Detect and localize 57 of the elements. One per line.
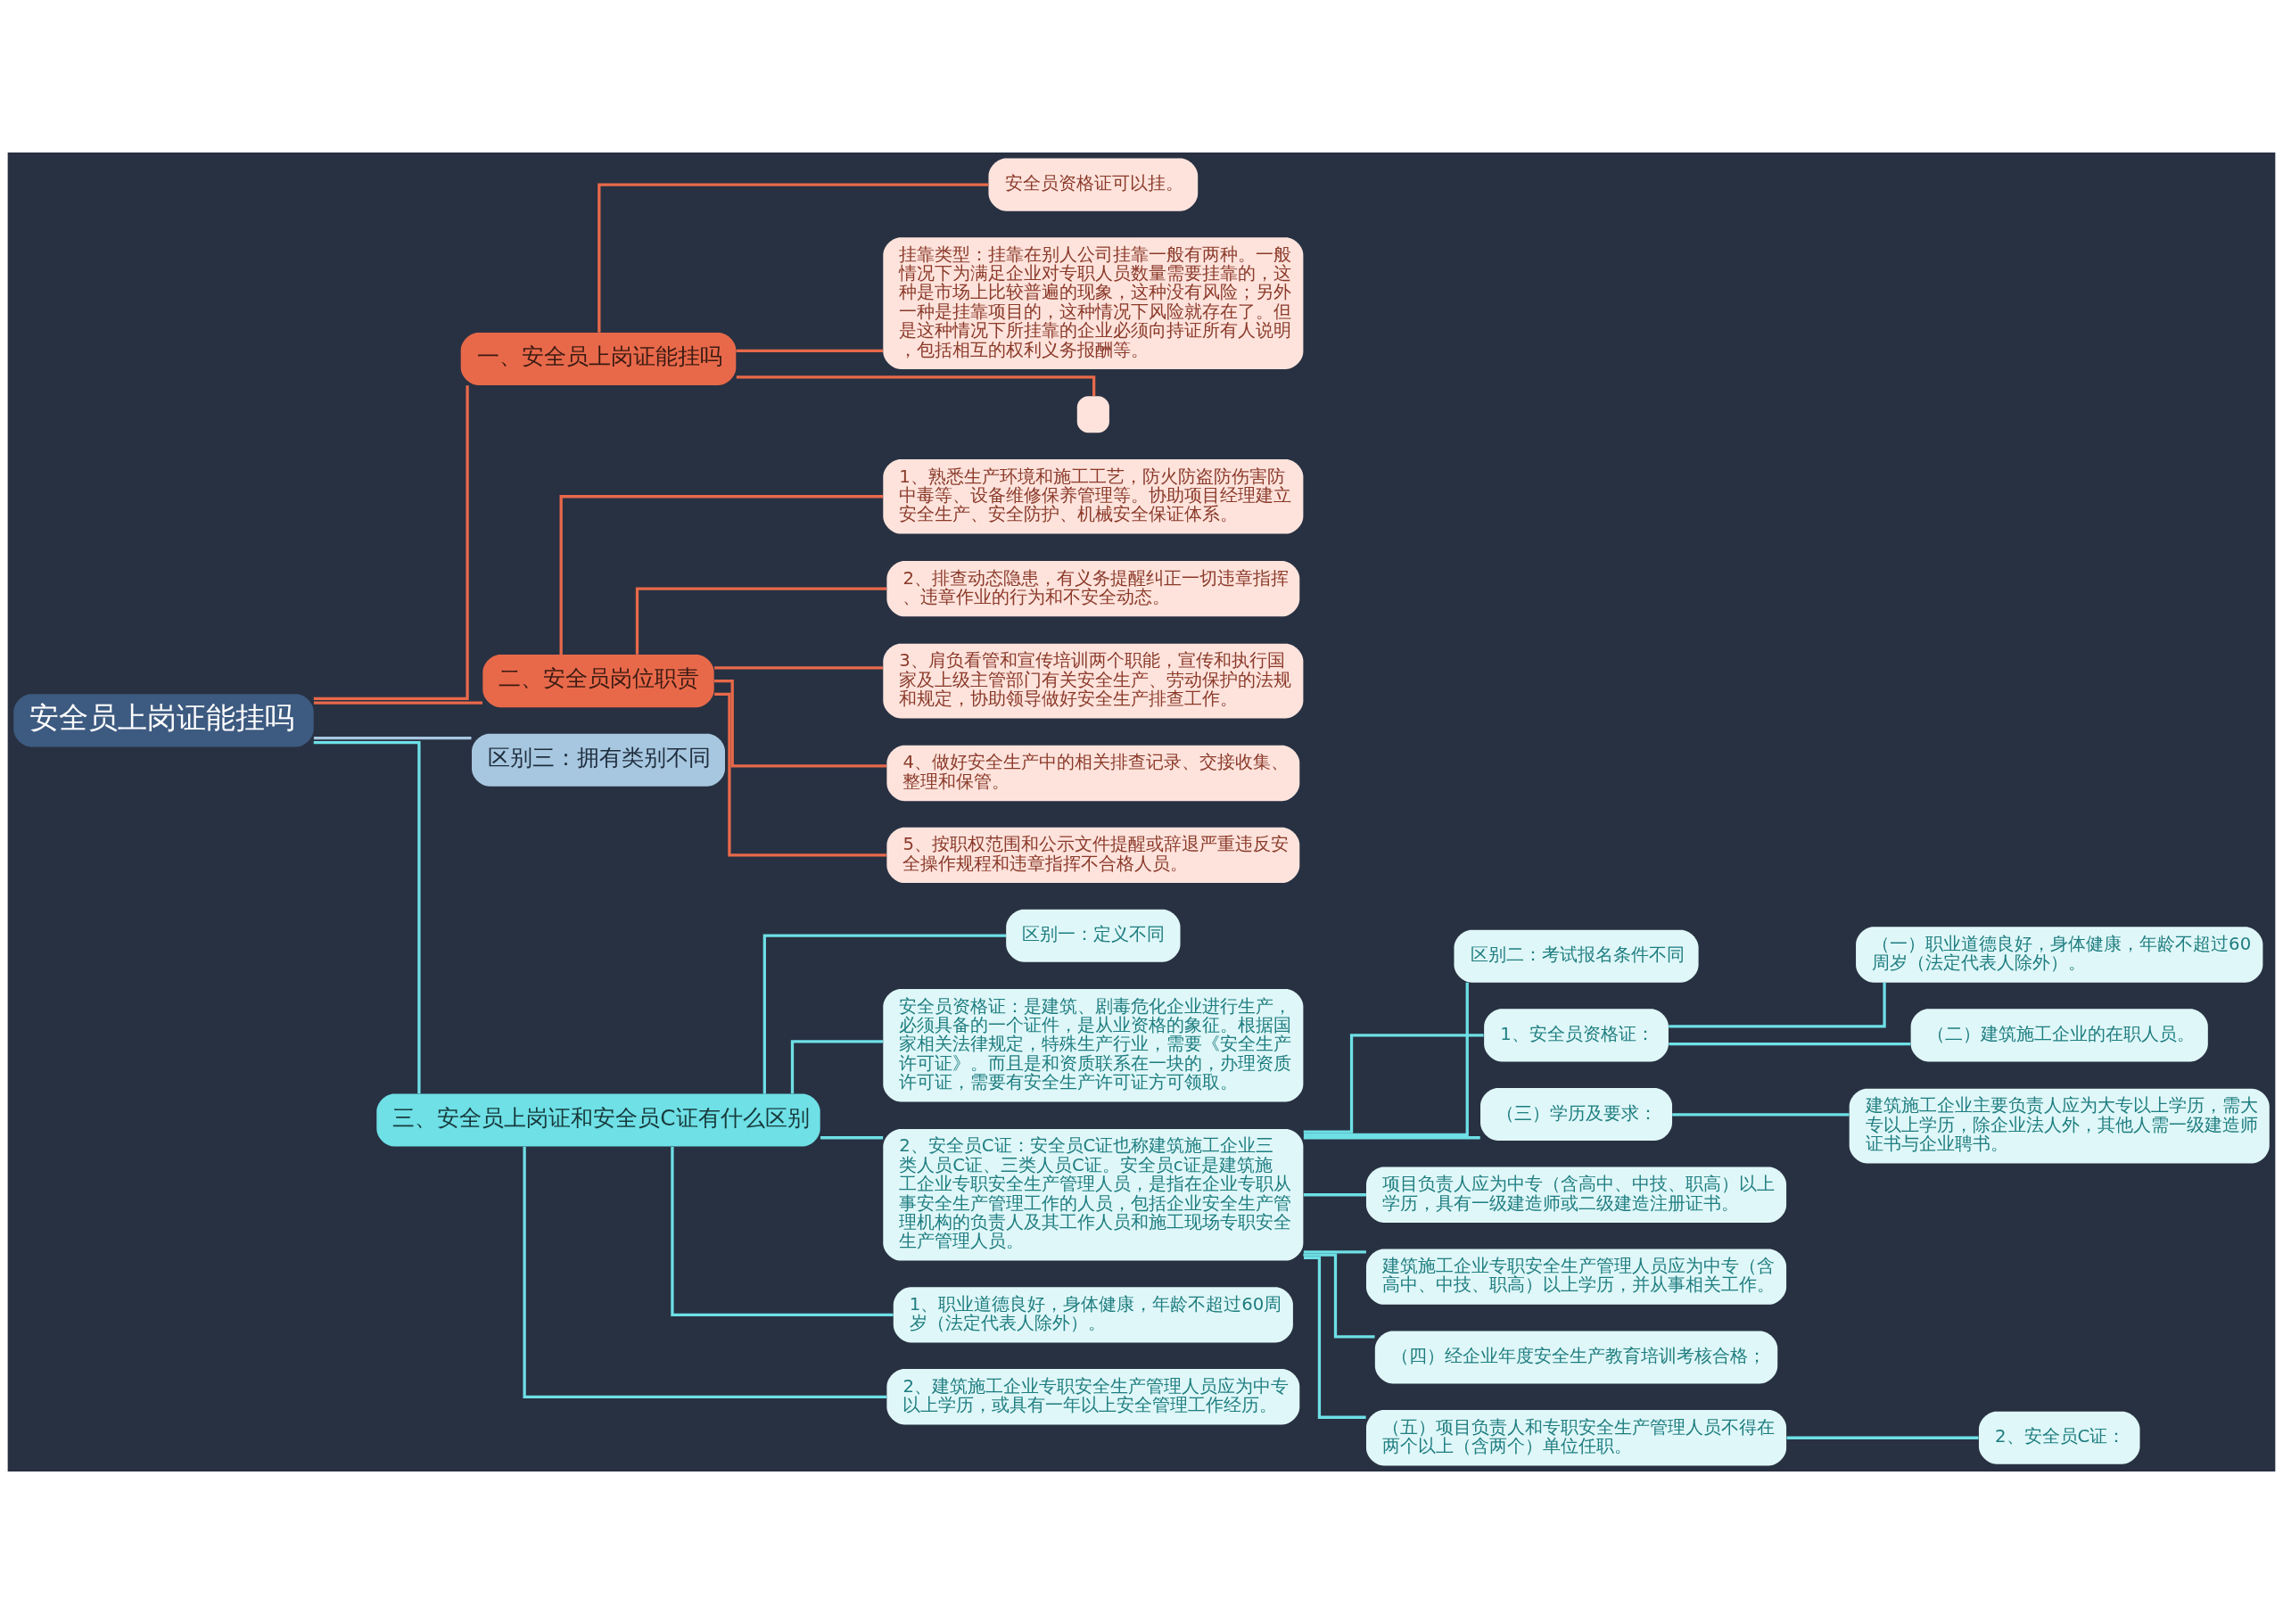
connector <box>736 349 884 353</box>
node-box: 区别一：定义不同 <box>1006 909 1181 962</box>
node-box: （四）经企业年度安全生产教育培训考核合格； <box>1374 1331 1778 1384</box>
connector <box>1303 1253 1375 1339</box>
connector <box>736 375 1096 396</box>
node-box: 4、做好安全生产中的相关排查记录、交接收集、整理和保管。 <box>886 745 1300 802</box>
connector <box>1303 1250 1366 1254</box>
connector <box>714 692 886 857</box>
connector <box>762 934 1007 1094</box>
connector <box>714 666 883 670</box>
connector <box>1304 1256 1366 1419</box>
node-box: 项目负责人应为中专（含高中、中技、职高）以上学历，具有一级建造师或二级建造注册证书。 <box>1365 1166 1787 1223</box>
connector <box>1303 1136 1480 1140</box>
node-box: （三）学历及要求： <box>1480 1087 1673 1141</box>
connector <box>1672 1113 1850 1117</box>
connector <box>1303 982 1469 1137</box>
connector <box>313 385 469 700</box>
node-box: 挂靠类型：挂靠在别人公司挂靠一般有两种。一般情况下为满足企业对专职人员数量需要挂靠的，这种是市场上比较普遍的现象，这种没有风险；另外一种是挂靠项目的，这种情况下风险就存在了。但是这种情况下所挂靠的企业必须向持证所有人说明，包括相互的权利义务报酬等。 <box>883 237 1304 369</box>
node-box: （五）项目负责人和专职安全生产管理人员不得在两个以上（含两个）单位任职。 <box>1365 1410 1787 1466</box>
connector <box>523 1146 887 1398</box>
node-box: 区别二：考试报名条件不同 <box>1454 929 1699 983</box>
node-box: 安全员上岗证能挂吗 <box>13 694 314 747</box>
node-box: 5、按职权范围和公示文件提醒或辞退严重违反安全操作规程和违章指挥不合格人员。 <box>886 827 1300 884</box>
node-box: 2、排查动态隐患，有义务提醒纠正一切违章指挥、违章作业的行为和不安全动态。 <box>886 561 1300 617</box>
node-box: 3、肩负看管和宣传培训两个职能，宣传和执行国家及上级主管部门有关安全生产、劳动保护的法规和规定，协助领导做好安全生产排查工作。 <box>883 643 1304 719</box>
connector <box>1669 982 1886 1028</box>
connector <box>559 495 883 655</box>
connector <box>820 1136 884 1140</box>
connector <box>713 679 886 768</box>
node-box: 2、建筑施工企业专职安全生产管理人员应为中专以上学历，或具有一年以上安全管理工作经历。 <box>886 1369 1300 1425</box>
connector <box>671 1146 894 1316</box>
connector <box>313 740 421 1094</box>
node-box: 安全员资格证可以挂。 <box>988 158 1199 211</box>
node-box: 二、安全员岗位职责 <box>482 655 714 708</box>
connector <box>313 701 482 705</box>
node-box: 一、安全员上岗证能挂吗 <box>460 332 737 385</box>
node-box <box>1076 396 1109 433</box>
connector <box>1303 1193 1366 1197</box>
connector <box>1303 1034 1484 1134</box>
node-box: 建筑施工企业主要负责人应为大专以上学历，需大专以上学历，除企业法人外，其他人需一级建造师证书与企业聘书。 <box>1849 1088 2270 1164</box>
node-box: 安全员资格证：是建筑、剧毒危化企业进行生产，必须具备的一个证件，是从业资格的象征。根据国家相关法律规定，特殊生产行业，需要《安全生产许可证》。而且是和资质联系在一块的，办理资质许可证，需要有安全生产许可证方可领取。 <box>883 989 1304 1102</box>
node-box: 1、熟悉生产环境和施工工艺，防火防盗防伤害防中毒等、设备维修保养管理等。协助项目经理建立安全生产、安全防护、机械安全保证体系。 <box>883 458 1304 534</box>
node-box: （一）职业道德良好，身体健康，年龄不超过60周岁（法定代表人除外）。 <box>1856 927 2263 983</box>
node-box: （二）建筑施工企业的在职人员。 <box>1910 1009 2208 1062</box>
node-box: 1、职业道德良好，身体健康，年龄不超过60周岁（法定代表人除外）。 <box>893 1287 1293 1343</box>
connector <box>790 1040 884 1094</box>
connector <box>1669 1043 1911 1046</box>
node-box: 2、安全员C证：安全员C证也称建筑施工企业三类人员C证、三类人员C证。安全员c证是建筑施工企业专职安全生产管理人员，是指在企业专职从事安全生产管理工作的人员，包括企业安全生产管理机构的负责人及其工作人员和施工现场专职安全生产管理人员。 <box>883 1128 1304 1261</box>
node-box: 区别三：拥有类别不同 <box>472 733 725 787</box>
connector <box>313 736 472 740</box>
connector <box>635 587 887 655</box>
node-box: 建筑施工企业专职安全生产管理人员应为中专（含高中、中技、职高）以上学历，并从事相关工作。 <box>1365 1249 1787 1305</box>
connector <box>598 183 989 333</box>
connector <box>1786 1436 1979 1439</box>
node-box: 三、安全员上岗证和安全员C证有什么区别 <box>376 1093 820 1147</box>
node-box: 2、安全员C证： <box>1978 1411 2140 1464</box>
node-box: 1、安全员资格证： <box>1484 1009 1669 1062</box>
